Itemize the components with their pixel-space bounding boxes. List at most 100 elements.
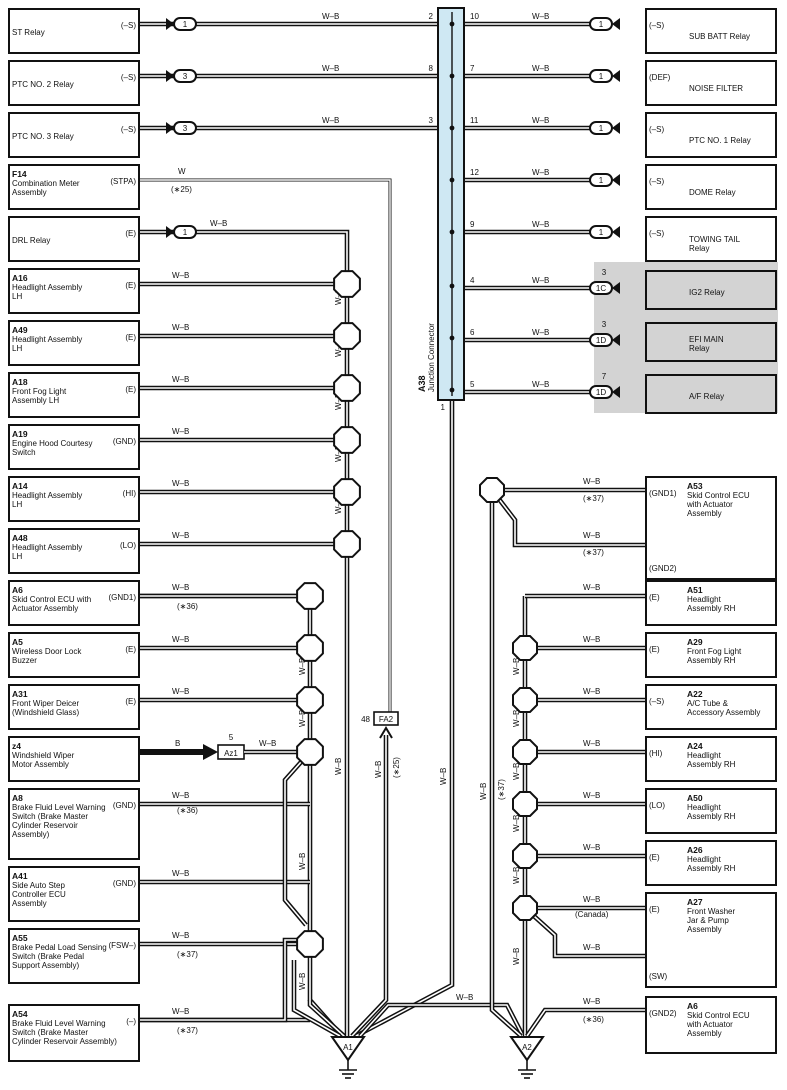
component-name: TOWING TAIL Relay: [689, 235, 741, 253]
wire-note: (∗36): [177, 806, 198, 815]
component-box: DOME Relay(–S): [645, 164, 777, 210]
component-name: Skid Control ECU with Actuator Assembly: [687, 491, 750, 518]
component-box: TOWING TAIL Relay(–S): [645, 216, 777, 262]
connector-right-label: 1: [599, 72, 604, 81]
wire-label: W–B: [583, 583, 600, 592]
wire-label: W–B: [532, 380, 549, 389]
wire-label-vertical: W–B: [298, 853, 307, 870]
wire-label: W–B: [532, 220, 549, 229]
wire-label: W–B: [210, 219, 227, 228]
connector-3-arrow: [166, 70, 174, 82]
wire-label-vertical: W–B: [512, 815, 521, 832]
component-code: z4: [12, 741, 21, 751]
wire-a27-sw-core: [524, 907, 645, 957]
component-box: PTC NO. 2 Relay(–S): [8, 60, 140, 106]
component-name: Side Auto Step Controller ECU Assembly: [12, 881, 66, 908]
splice-joint: [333, 426, 361, 454]
wire-label: W–B: [172, 323, 189, 332]
junction-pin: 12: [470, 168, 479, 177]
wire-label: W–B: [583, 943, 600, 952]
junction-dot: [449, 73, 455, 79]
pin-label: (GND): [112, 801, 136, 810]
connector-3: [173, 121, 197, 135]
wire-label: W–B: [583, 843, 600, 852]
component-code: A5: [12, 637, 23, 647]
wire-label: W–B: [172, 427, 189, 436]
connector-pin: 3: [602, 320, 607, 329]
component-name: Front Wiper Deicer (Windshield Glass): [12, 699, 80, 717]
junction-pin: 1: [441, 403, 446, 412]
fa2-connector: [373, 711, 399, 726]
wire-a6-gnd2-core: [526, 1009, 645, 1037]
component-box: DRL Relay(E): [8, 216, 140, 262]
pin-label: (E): [125, 229, 136, 238]
junction-pin: 9: [470, 220, 475, 229]
splice-joint: [512, 843, 538, 869]
junction-dot: [449, 125, 455, 131]
pin-label-2: (SW): [649, 972, 668, 981]
component-box: IG2 Relay: [645, 270, 777, 310]
wire-bus2: [140, 593, 344, 1038]
connector-1-label: 1: [183, 20, 188, 29]
component-box: PTC NO. 1 Relay(–S): [645, 112, 777, 158]
component-box: EFI MAIN Relay: [645, 322, 777, 362]
splice-joint: [333, 374, 361, 402]
junction-code: A38: [417, 375, 427, 392]
pin-label: (FSW–): [108, 941, 136, 950]
arrow-az1: [203, 744, 218, 760]
connector-right-arrow: [612, 174, 620, 186]
connector-pin: 7: [602, 372, 607, 381]
pin-label: (E): [125, 697, 136, 706]
wire-label-vertical: W–B: [334, 340, 343, 357]
connector-right-arrow: [612, 334, 620, 346]
component-code: A54: [12, 1009, 28, 1019]
connector-1-label: 1: [183, 228, 188, 237]
component-name: SUB BATT Relay: [689, 32, 751, 41]
component-name: Brake Fluid Level Warning Switch (Brake …: [12, 803, 106, 839]
pin-label: (E): [125, 333, 136, 342]
wire-fa2: [350, 735, 389, 1038]
wire-z4-down-core: [284, 751, 311, 926]
junction-dot: [449, 21, 455, 27]
junction-pin: 7: [470, 64, 475, 73]
component-code: A53: [687, 481, 703, 491]
wire-label-vertical: W–B: [512, 948, 521, 965]
pin-label: (E): [125, 281, 136, 290]
wire-note: (Canada): [575, 910, 609, 919]
pin-label: (GND2): [649, 1009, 677, 1018]
junction-name: Junction Connector: [427, 323, 436, 392]
component-code: A18: [12, 377, 28, 387]
splice-joint: [512, 687, 538, 713]
component-code: A55: [12, 933, 28, 943]
wire-label: W–B: [583, 895, 600, 904]
wire-label: W–B: [532, 116, 549, 125]
wire-label: W–B: [172, 1007, 189, 1016]
component-name: Windshield Wiper Motor Assembly: [12, 751, 75, 769]
wire-note-vertical: (∗37): [497, 779, 506, 800]
component-box: NOISE FILTER(DEF): [645, 60, 777, 106]
connector-3-label: 3: [183, 124, 188, 133]
wire-label: W–B: [532, 64, 549, 73]
connector-pin: 3: [602, 268, 607, 277]
wire-label: W–B: [583, 635, 600, 644]
wire-label: W–B: [172, 271, 189, 280]
component-name: ST Relay: [12, 28, 45, 37]
splice-joint: [512, 739, 538, 765]
connector-right-arrow: [612, 226, 620, 238]
wire-note: (∗37): [177, 1026, 198, 1035]
component-name: Headlight Assembly RH: [687, 595, 736, 613]
wire-label: W–B: [532, 168, 549, 177]
wire-label-vertical: W–B: [298, 973, 307, 990]
wire-label-vertical: W–B: [334, 758, 343, 775]
wire-label-vertical: W–B: [298, 710, 307, 727]
junction-pin: 6: [470, 328, 475, 337]
